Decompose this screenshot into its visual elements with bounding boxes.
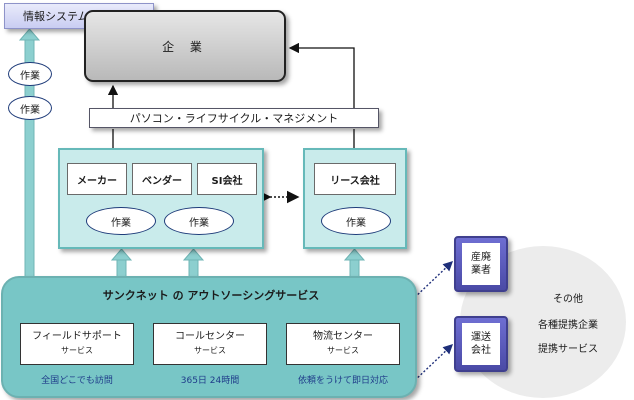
logistics-center-box: 物流センター サービス bbox=[286, 323, 400, 365]
industrial-waste-label: 産廃 業者 bbox=[462, 243, 500, 285]
company-label: 企 業 bbox=[162, 39, 208, 54]
transport-company-box: 運送 会社 bbox=[454, 316, 508, 372]
logistics-center-name: 物流センター bbox=[313, 331, 373, 342]
lease-group: リース会社 作業 bbox=[303, 148, 407, 249]
call-center-sub: サービス bbox=[194, 346, 226, 355]
it-work-ellipse-1: 作業 bbox=[8, 62, 52, 86]
company-box: 企 業 bbox=[84, 10, 286, 82]
outsourcing-title: サンクネット の アウトソーシングサービス bbox=[102, 289, 320, 302]
logistics-center-sub: サービス bbox=[327, 346, 359, 355]
lease-company-box: リース会社 bbox=[314, 163, 396, 195]
plm-label: パソコン・ライフサイクル・マネジメント bbox=[129, 112, 339, 125]
vendor-group: メーカー ベンダー SI会社 作業 作業 bbox=[58, 148, 264, 249]
vendor-work-label-1: 作業 bbox=[111, 217, 131, 229]
lease-work-ellipse: 作業 bbox=[321, 207, 391, 235]
call-center-box: コールセンター サービス bbox=[153, 323, 267, 365]
si-company-box: SI会社 bbox=[197, 163, 257, 195]
call-center-caption: 365日 24時間 bbox=[180, 376, 240, 386]
teal-arrow-1 bbox=[110, 248, 133, 279]
vendor-work-label-2: 作業 bbox=[189, 217, 209, 229]
maker-box: メーカー bbox=[67, 163, 127, 195]
call-center-name: コールセンター bbox=[175, 331, 245, 342]
transport-company-label: 運送 会社 bbox=[462, 323, 500, 365]
field-support-box: フィールドサポート サービス bbox=[20, 323, 134, 365]
vendor-work-ellipse-2: 作業 bbox=[164, 207, 234, 235]
plm-bar: パソコン・ライフサイクル・マネジメント bbox=[89, 108, 379, 128]
outsourcing-services-panel: サンクネット の アウトソーシングサービス フィールドサポート サービス 全国ど… bbox=[1, 276, 417, 398]
dotted-link-transport bbox=[411, 344, 454, 384]
teal-arrow-3 bbox=[343, 248, 366, 279]
vendor-work-ellipse-1: 作業 bbox=[86, 207, 156, 235]
arrow-lease-to-company bbox=[288, 42, 355, 108]
field-support-sub: サービス bbox=[61, 346, 93, 355]
it-work-label-1: 作業 bbox=[20, 70, 40, 82]
others-label-1: その他 bbox=[553, 294, 583, 305]
others-label-2: 各種提携企業 bbox=[538, 320, 598, 331]
it-work-ellipse-2: 作業 bbox=[8, 96, 52, 120]
others-label-3: 提携サービス bbox=[538, 344, 598, 355]
logistics-center-caption: 依頼をうけて即日対応 bbox=[297, 376, 388, 386]
teal-arrow-2 bbox=[182, 248, 205, 279]
lease-work-label: 作業 bbox=[346, 217, 366, 229]
lease-company-label: リース会社 bbox=[330, 175, 380, 187]
industrial-waste-box: 産廃 業者 bbox=[454, 236, 508, 292]
dotted-link-waste bbox=[411, 261, 454, 301]
vendor-box: ベンダー bbox=[132, 163, 192, 195]
maker-label: メーカー bbox=[77, 175, 117, 187]
it-work-label-2: 作業 bbox=[20, 104, 40, 116]
field-support-name: フィールドサポート bbox=[32, 331, 122, 342]
field-support-caption: 全国どこでも訪問 bbox=[41, 376, 113, 386]
vendor-label: ベンダー bbox=[142, 175, 182, 187]
si-company-label: SI会社 bbox=[211, 175, 243, 187]
